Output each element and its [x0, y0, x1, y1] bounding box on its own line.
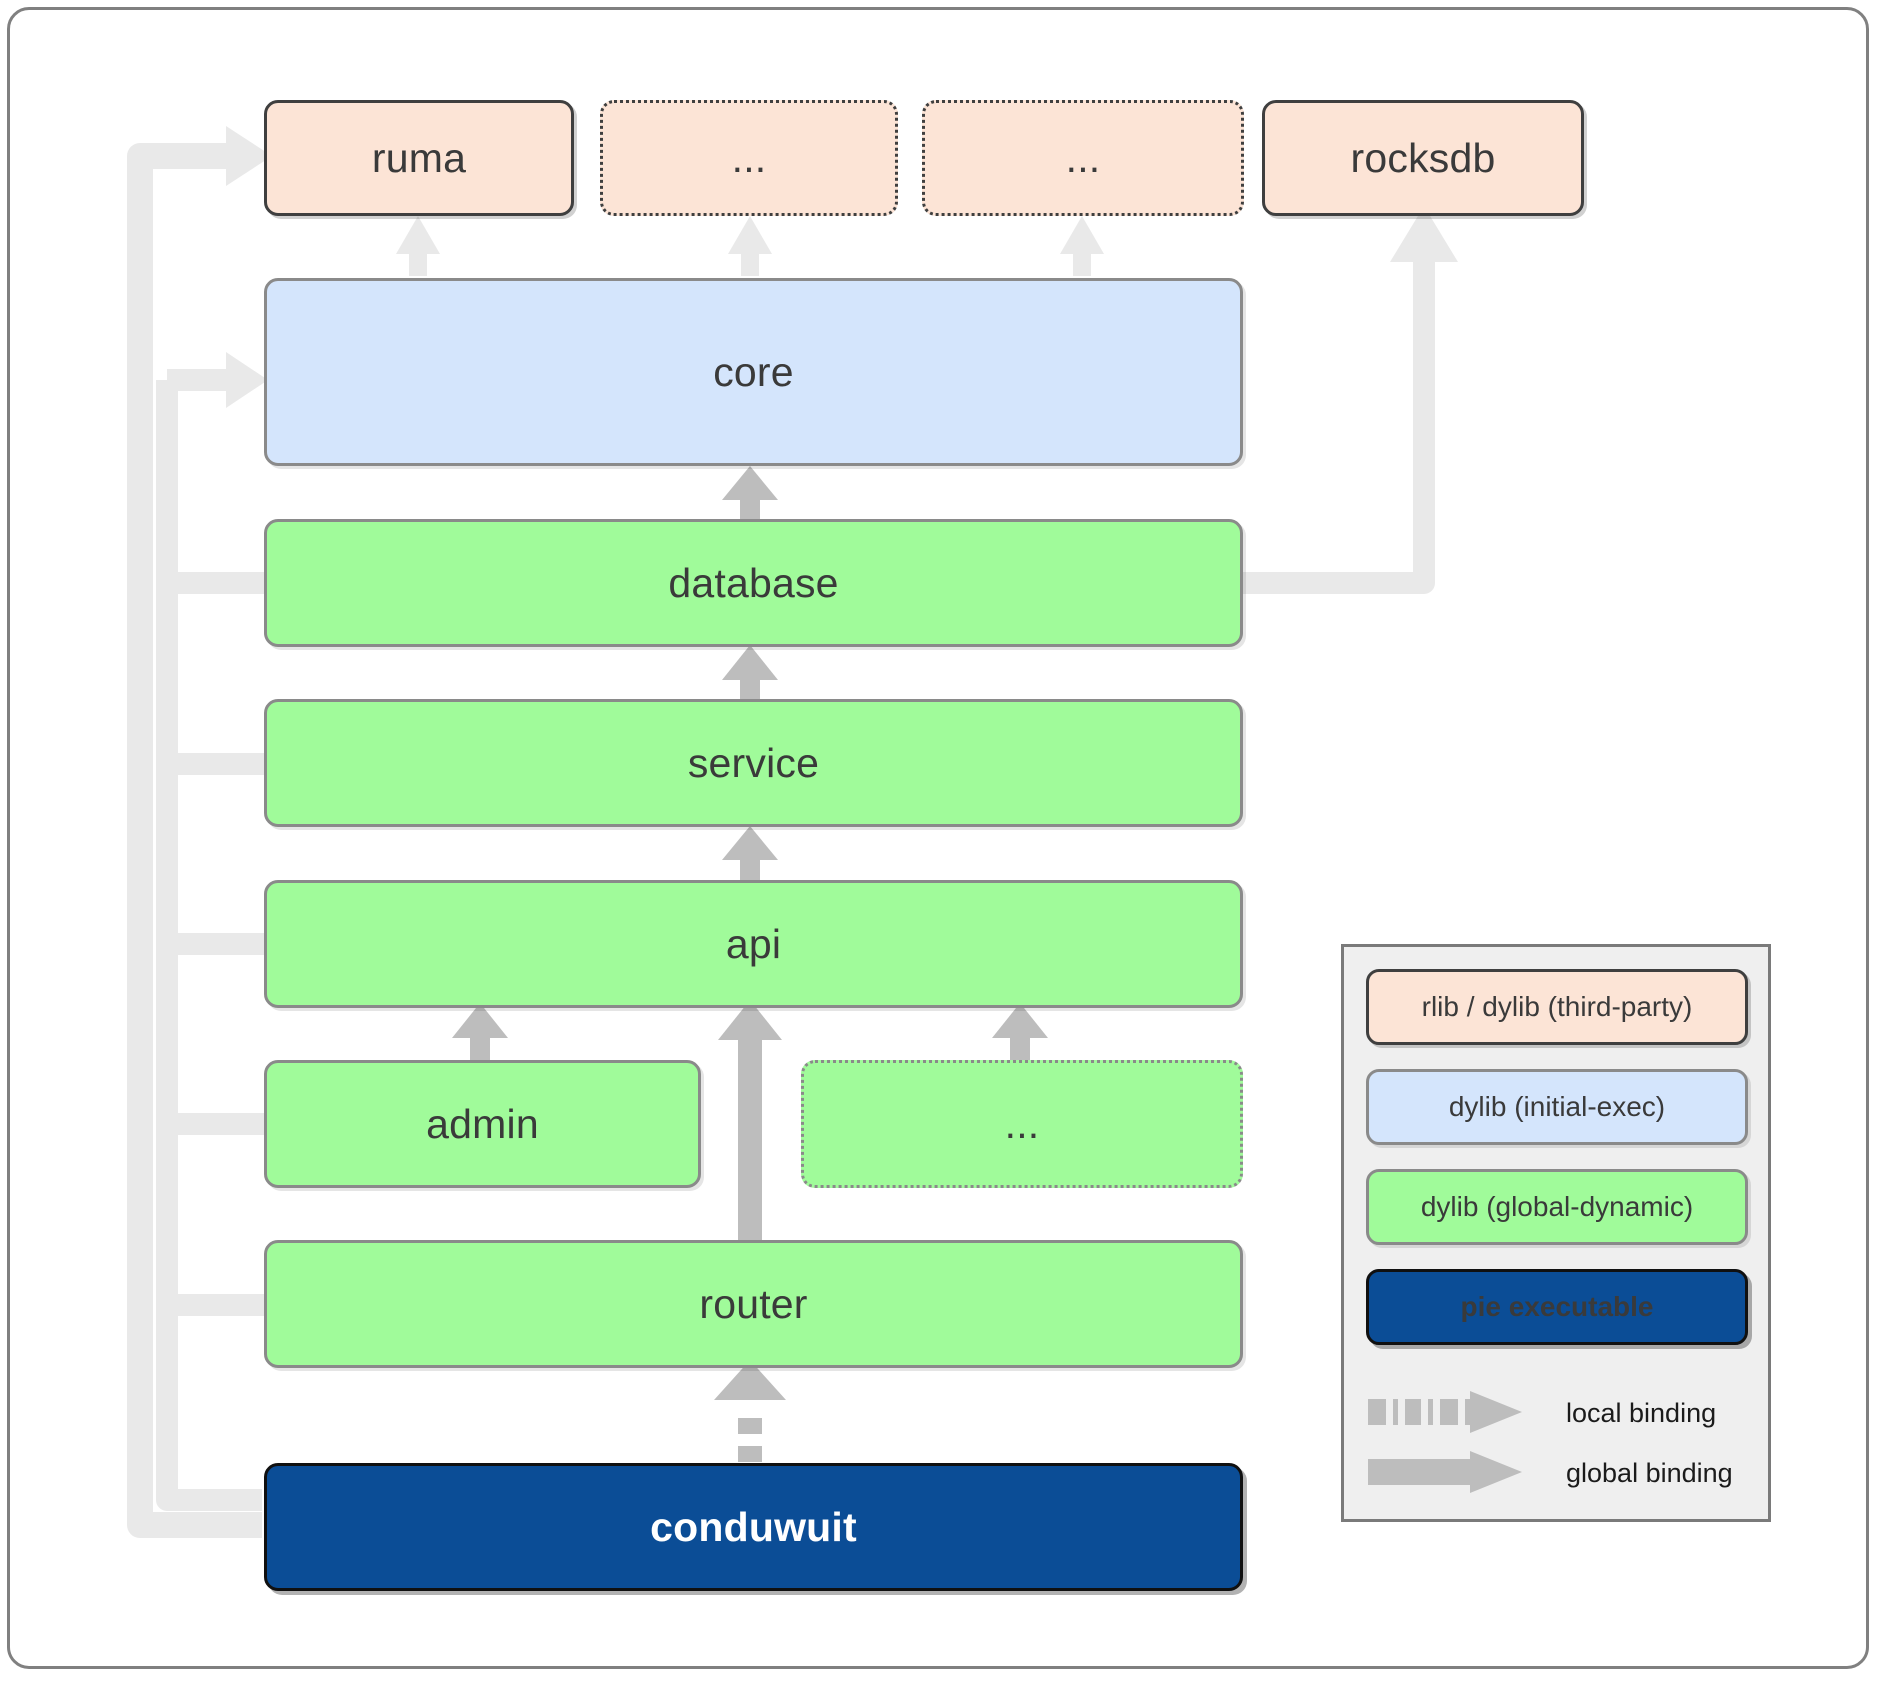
- local-binding-arrow-icon: [1368, 1391, 1522, 1433]
- node-label: ruma: [371, 134, 467, 181]
- node-ruma[interactable]: ruma: [264, 100, 574, 216]
- legend-label: rlib / dylib (third-party): [1421, 991, 1693, 1022]
- node-label: rocksdb: [1350, 134, 1496, 181]
- node-label: database: [668, 559, 839, 606]
- node-label: router: [699, 1280, 808, 1327]
- node-third-party-more-2[interactable]: ...: [922, 100, 1244, 216]
- legend-label: pie executable: [1460, 1291, 1654, 1322]
- node-label: ...: [1065, 134, 1101, 181]
- node-rocksdb[interactable]: rocksdb: [1262, 100, 1584, 216]
- node-database[interactable]: database: [264, 519, 1243, 647]
- legend-label: dylib (initial-exec): [1448, 1091, 1666, 1122]
- node-third-party-more-1[interactable]: ...: [600, 100, 898, 216]
- node-label: admin: [426, 1100, 539, 1147]
- node-router[interactable]: router: [264, 1240, 1243, 1368]
- node-global-dynamic-more[interactable]: ...: [801, 1060, 1243, 1188]
- node-label: service: [687, 739, 820, 786]
- node-label: ...: [731, 134, 767, 181]
- node-api[interactable]: api: [264, 880, 1243, 1008]
- node-admin[interactable]: admin: [264, 1060, 701, 1188]
- node-label: conduwuit: [650, 1503, 857, 1550]
- legend-swatch-global-dynamic: dylib (global-dynamic): [1366, 1169, 1748, 1245]
- node-core[interactable]: core: [264, 278, 1243, 466]
- node-label: core: [713, 348, 794, 395]
- legend-label: local binding: [1566, 1397, 1717, 1428]
- legend-swatch-pie-executable: pie executable: [1366, 1269, 1748, 1345]
- legend-label: global binding: [1566, 1457, 1733, 1488]
- node-label: api: [725, 920, 782, 967]
- legend-row-global-binding: global binding: [1366, 1445, 1756, 1501]
- node-conduwuit[interactable]: conduwuit: [264, 1463, 1243, 1591]
- legend-row-local-binding: local binding: [1366, 1385, 1756, 1441]
- legend-swatch-third-party: rlib / dylib (third-party): [1366, 969, 1748, 1045]
- legend-panel: rlib / dylib (third-party) dylib (initia…: [1341, 944, 1771, 1522]
- legend-swatch-initial-exec: dylib (initial-exec): [1366, 1069, 1748, 1145]
- global-binding-arrow-icon: [1368, 1451, 1522, 1493]
- legend-label: dylib (global-dynamic): [1420, 1191, 1694, 1222]
- node-label: ...: [1004, 1100, 1040, 1147]
- node-service[interactable]: service: [264, 699, 1243, 827]
